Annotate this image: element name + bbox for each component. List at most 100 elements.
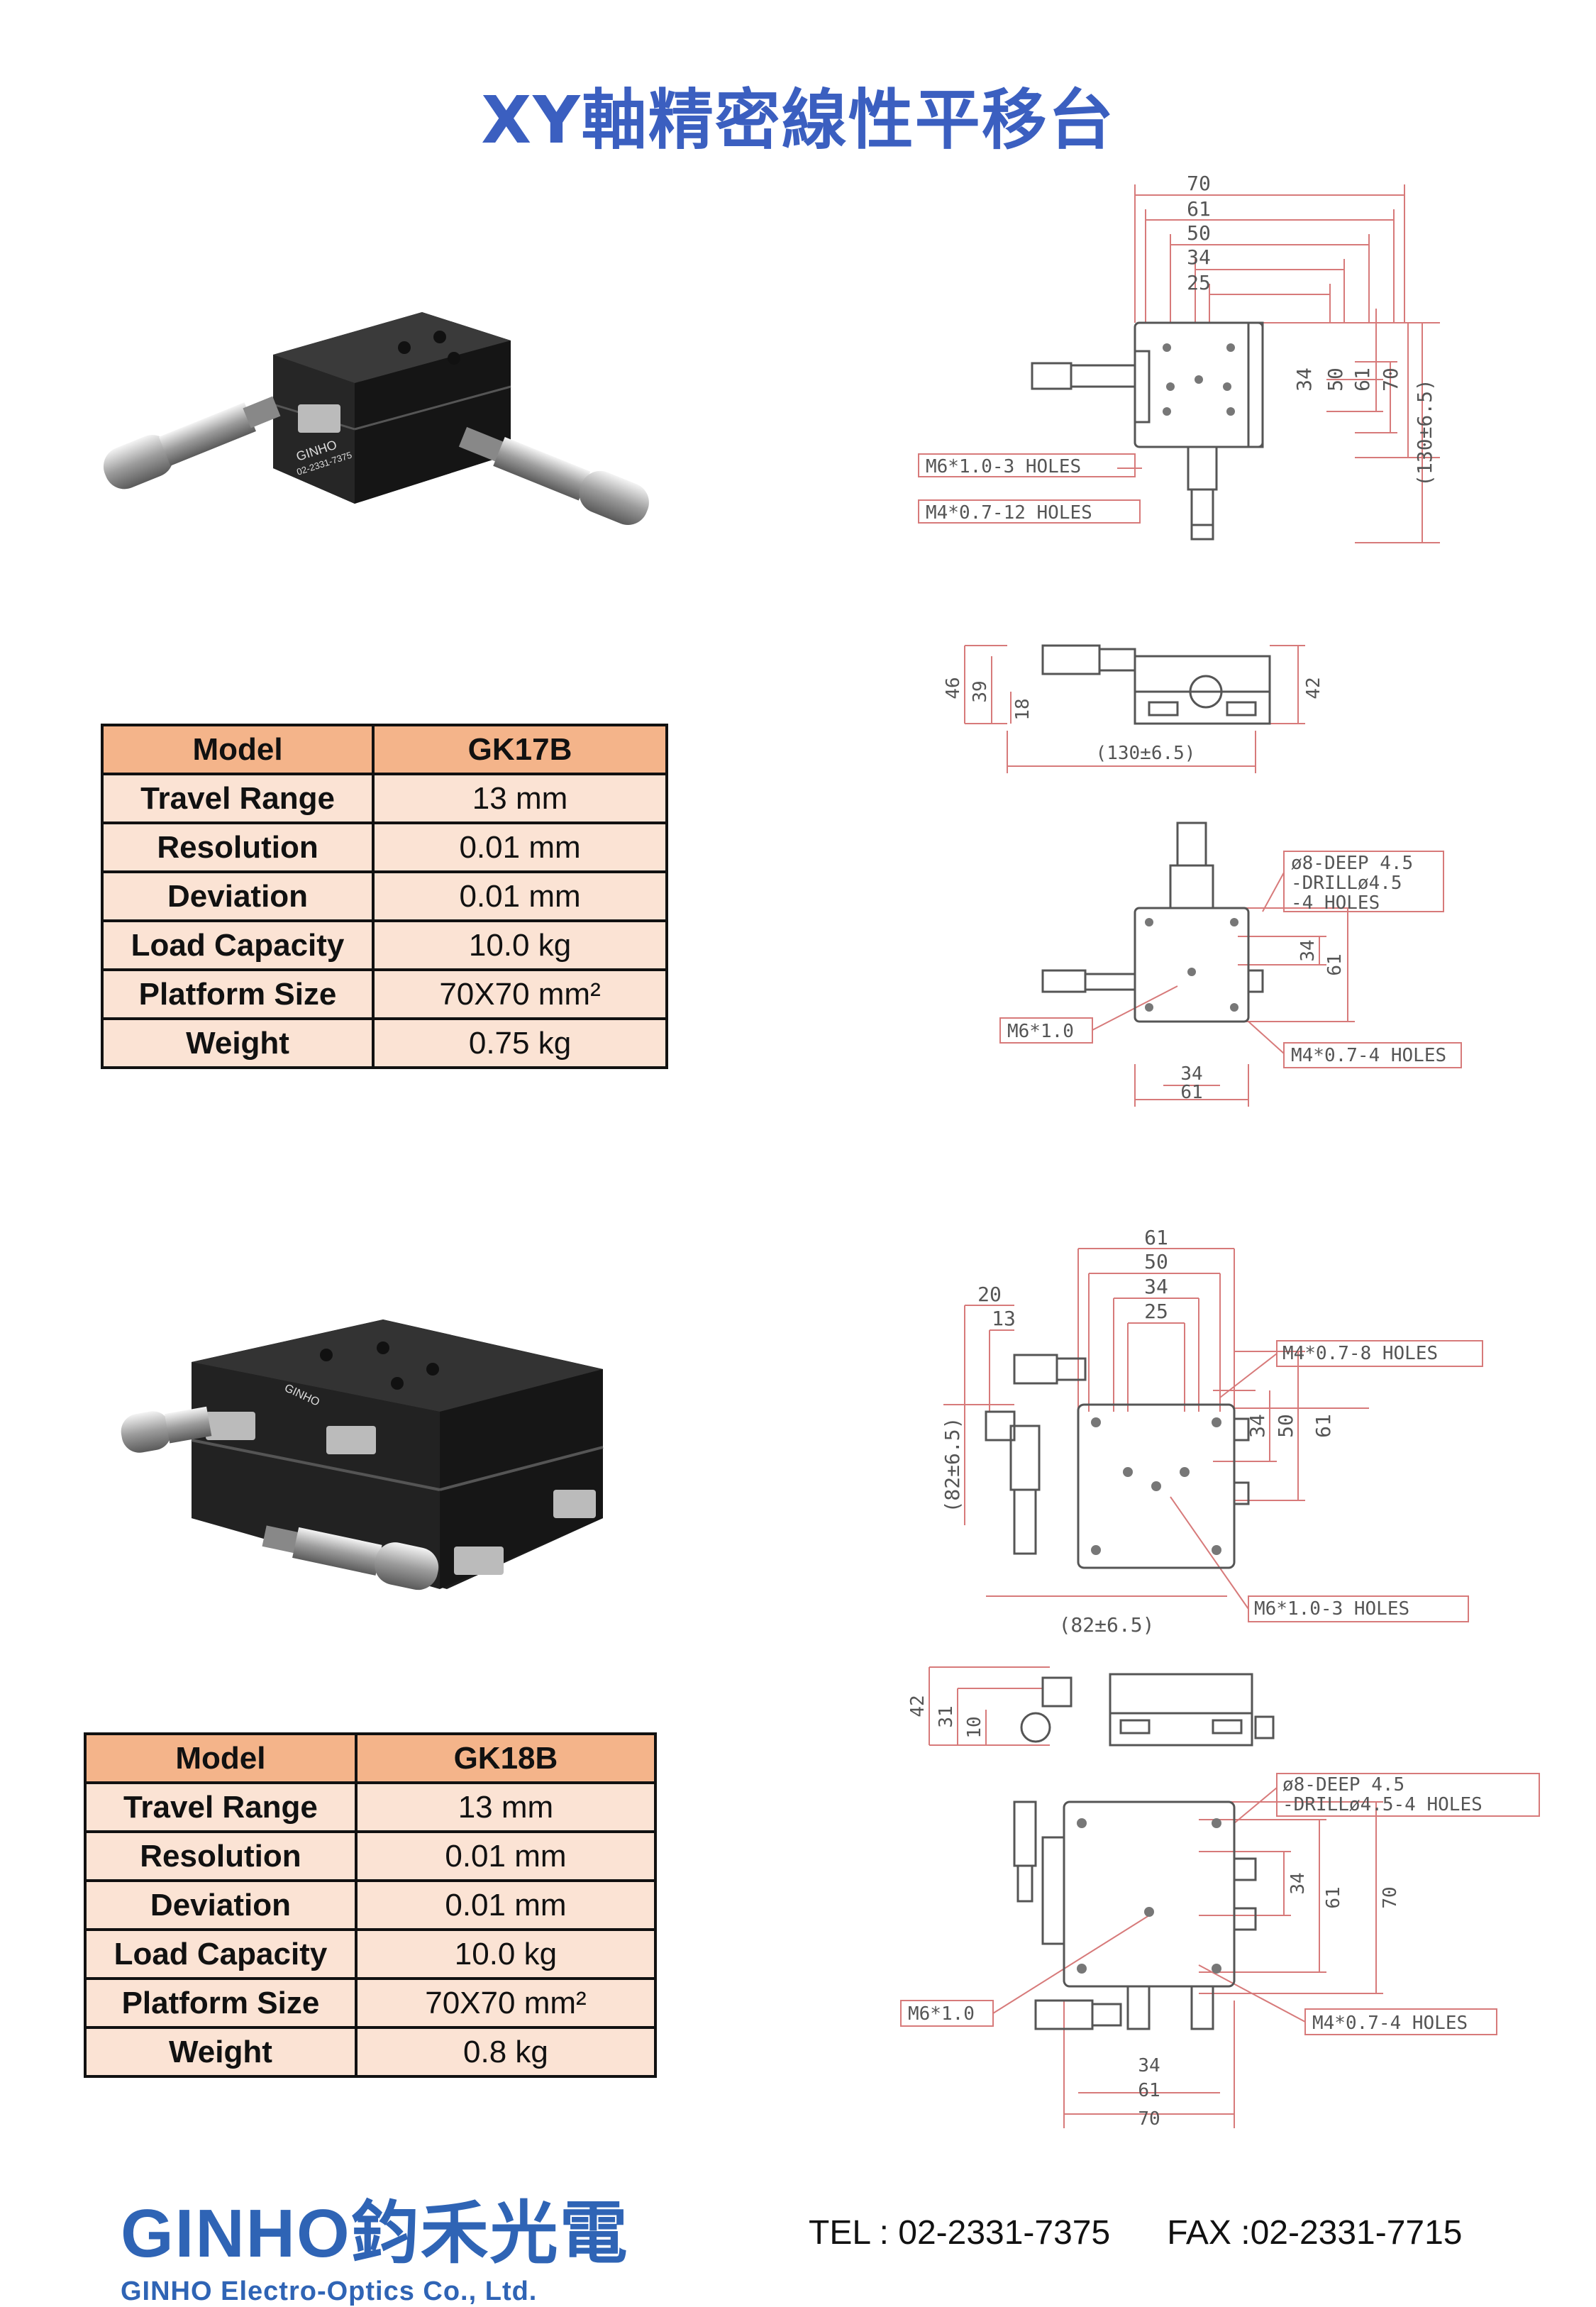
spec-label: Load Capacity — [84, 1928, 358, 1980]
spec-row: Resolution 0.01 mm — [100, 821, 668, 873]
spec-label: Travel Range — [84, 1781, 358, 1833]
spec-label: Weight — [100, 1017, 375, 1069]
product-photo-gk18b: GINHO — [121, 1320, 604, 1590]
spec-label: Weight — [84, 2026, 358, 2078]
dim-side-42: 42 — [907, 1695, 929, 1717]
callout-drill: -DRILLø4.5 — [1291, 873, 1402, 894]
spec-label: Deviation — [100, 870, 375, 922]
callout-m4-8-holes: M4*0.7-8 HOLES — [1282, 1343, 1438, 1364]
telephone-number: TEL : 02-2331-7375 — [809, 2214, 1111, 2252]
dim-side-travel: (130±6.5) — [1096, 743, 1196, 764]
spec-table-gk18b: Model GK18B Travel Range 13 mm Resolutio… — [84, 1732, 658, 2078]
dim-height-travel: (82±6.5) — [941, 1417, 964, 1513]
spec-value: 0.01 mm — [372, 870, 668, 922]
spec-value: 0.01 mm — [354, 1830, 658, 1882]
spec-value: 0.01 mm — [354, 1879, 658, 1931]
dim-width-34: 34 — [1138, 2055, 1160, 2076]
callout-hole-count: -4 HOLES — [1291, 892, 1380, 914]
drawing-gk17b-bottom: ø8-DEEP 4.5 -DRILLø4.5 -4 HOLES M6*1.0 M… — [999, 821, 1462, 1107]
spec-value: 10.0 kg — [354, 1928, 658, 1980]
drawing-gk18b-side: 42 31 10 — [907, 1666, 1275, 1747]
dim-height-61: 61 — [1324, 953, 1346, 975]
spec-value: 70X70 mm² — [354, 1977, 658, 2029]
spec-row: Weight 0.75 kg — [100, 1017, 668, 1069]
spec-value: 0.01 mm — [372, 821, 668, 873]
dim-width-34: 34 — [1144, 1275, 1168, 1298]
dim-height-50: 50 — [1274, 1414, 1297, 1438]
logo-wordmark: GINHO鈞禾光電 — [121, 2196, 629, 2272]
dim-side-39: 39 — [970, 680, 991, 702]
dim-height-34: 34 — [1292, 367, 1316, 392]
page-title: XY軸精密線性平移台 — [481, 82, 1115, 158]
spec-value: 70X70 mm² — [372, 968, 668, 1020]
dim-width-50: 50 — [1187, 221, 1211, 245]
spec-label: Platform Size — [100, 968, 375, 1020]
dim-height-34: 34 — [1246, 1414, 1269, 1438]
logo-company-name: GINHO Electro-Optics Co., Ltd. — [121, 2276, 538, 2306]
spec-row: Platform Size 70X70 mm² — [84, 1977, 658, 2029]
callout-counterbore: ø8-DEEP 4.5 — [1291, 853, 1413, 874]
spec-value: 0.8 kg — [354, 2026, 658, 2078]
callout-m6-holes: M6*1.0-3 HOLES — [926, 456, 1081, 477]
callout-m4-holes: M4*0.7-12 HOLES — [926, 502, 1092, 524]
dim-width-13: 13 — [992, 1307, 1016, 1330]
fax-number: FAX :02-2331-7715 — [1167, 2214, 1463, 2252]
dim-height-70: 70 — [1379, 367, 1402, 392]
callout-m4-holes: M4*0.7-4 HOLES — [1312, 2013, 1468, 2034]
spec-label: Deviation — [84, 1879, 358, 1931]
spec-value: 10.0 kg — [372, 919, 668, 971]
spec-row: Resolution 0.01 mm — [84, 1830, 658, 1882]
dim-side-42: 42 — [1303, 677, 1324, 699]
spec-label: Model — [84, 1732, 358, 1784]
contact-info: TEL : 02-2331-7375 FAX :02-2331-7715 — [809, 2213, 1462, 2252]
dim-width-50: 50 — [1144, 1250, 1168, 1273]
dim-height-50: 50 — [1324, 367, 1347, 392]
dim-width-61: 61 — [1144, 1226, 1168, 1249]
spec-row: Load Capacity 10.0 kg — [100, 919, 668, 971]
spec-row: Platform Size 70X70 mm² — [100, 968, 668, 1020]
dim-width-34: 34 — [1187, 245, 1211, 269]
dim-height-34: 34 — [1297, 939, 1319, 961]
spec-label: Resolution — [100, 821, 375, 873]
drawing-gk18b-top: 61 50 34 25 20 13 34 50 61 (82±6.5) (82±… — [941, 1226, 1483, 1637]
spec-value: 13 mm — [354, 1781, 658, 1833]
dim-side-46: 46 — [943, 677, 964, 699]
dim-width-25: 25 — [1144, 1300, 1168, 1323]
dim-width-34: 34 — [1180, 1063, 1202, 1085]
spec-label: Platform Size — [84, 1977, 358, 2029]
spec-row: Travel Range 13 mm — [84, 1781, 658, 1833]
dim-width-20: 20 — [977, 1283, 1002, 1306]
dim-width-70: 70 — [1187, 172, 1211, 195]
dim-width-61: 61 — [1180, 1082, 1202, 1103]
dim-height-61: 61 — [1323, 1886, 1344, 1908]
dim-width-70: 70 — [1138, 2108, 1160, 2130]
dim-height-61: 61 — [1312, 1414, 1335, 1438]
spec-row: Model GK18B — [84, 1732, 658, 1784]
spec-row: Weight 0.8 kg — [84, 2026, 658, 2078]
dim-width-travel: (82±6.5) — [1059, 1613, 1155, 1637]
spec-row: Deviation 0.01 mm — [84, 1879, 658, 1931]
spec-label: Travel Range — [100, 773, 375, 824]
callout-m6: M6*1.0 — [1007, 1021, 1074, 1042]
spec-row: Load Capacity 10.0 kg — [84, 1928, 658, 1980]
spec-row: Model GK17B — [100, 724, 668, 775]
dim-width-61: 61 — [1138, 2080, 1160, 2101]
dim-width-25: 25 — [1187, 271, 1211, 294]
spec-label: Load Capacity — [100, 919, 375, 971]
drawing-gk17b-top: 70 61 50 34 25 34 50 61 70 (130±6.5) M6*… — [918, 172, 1440, 543]
drawing-gk18b-bottom: ø8-DEEP 4.5 -DRILLø4.5-4 HOLES M6*1.0 M4… — [900, 1773, 1540, 2130]
spec-label: Model — [100, 724, 375, 775]
spec-value: GK17B — [372, 724, 668, 775]
callout-m6-3-holes: M6*1.0-3 HOLES — [1254, 1598, 1409, 1620]
spec-value: 13 mm — [372, 773, 668, 824]
callout-m6: M6*1.0 — [908, 2003, 975, 2025]
drawing-gk17b-side: 46 39 18 42 (130±6.5) — [943, 644, 1324, 773]
company-logo: GINHO鈞禾光電 GINHO Electro-Optics Co., Ltd. — [121, 2178, 629, 2307]
spec-value: GK18B — [354, 1732, 658, 1784]
product-photo-gk17b: GINHO 02-2331-7375 — [103, 312, 649, 526]
dim-height-34: 34 — [1287, 1872, 1309, 1894]
callout-m4-holes: M4*0.7-4 HOLES — [1291, 1045, 1446, 1066]
spec-value: 0.75 kg — [372, 1017, 668, 1069]
dim-height-61: 61 — [1351, 367, 1374, 392]
dim-height-70: 70 — [1380, 1886, 1401, 1908]
